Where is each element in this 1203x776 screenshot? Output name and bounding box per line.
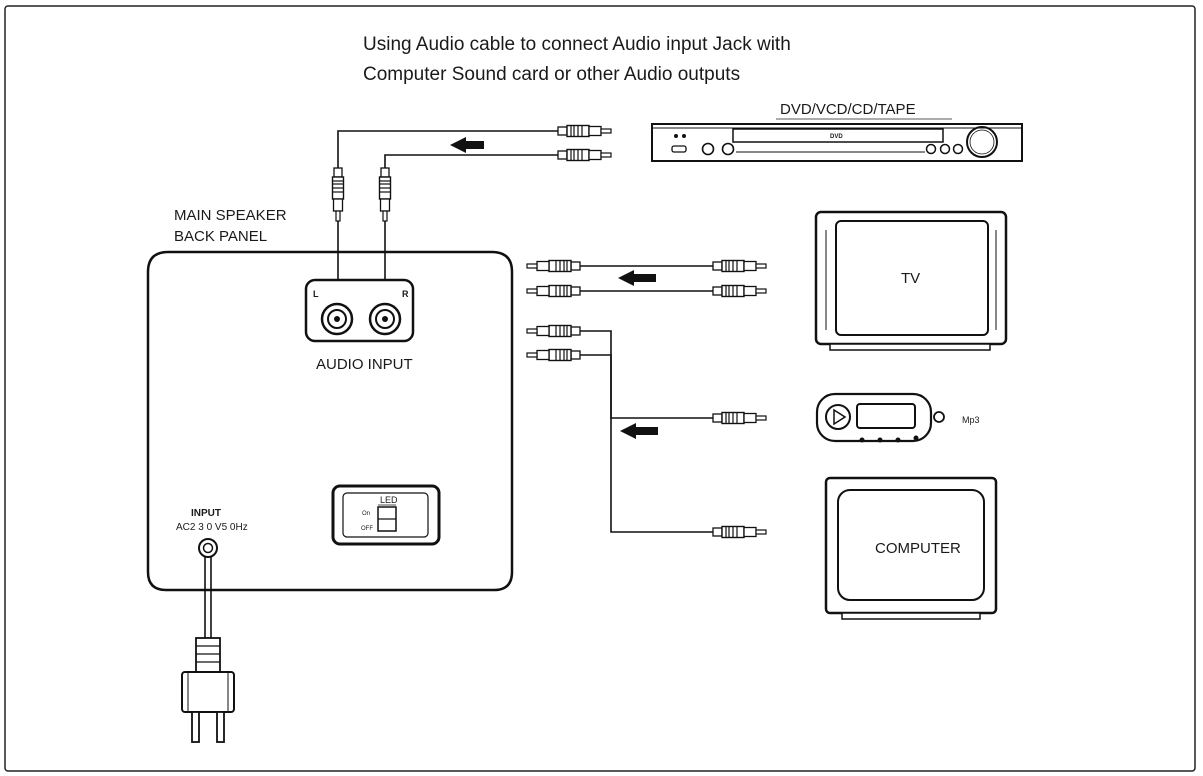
dvd-logo-text: DVD xyxy=(830,134,843,140)
main-speaker-label-line-1: MAIN SPEAKER xyxy=(174,207,287,224)
flow-arrow-icon xyxy=(618,270,656,286)
caption-line-2: Computer Sound card or other Audio outpu… xyxy=(363,64,740,85)
mp3-player-illustration xyxy=(815,392,945,443)
dvd-label: DVD/VCD/CD/TAPE xyxy=(780,101,916,118)
audio-input-jack-panel: L R xyxy=(304,278,415,343)
computer-label: COMPUTER xyxy=(875,540,961,557)
jack-left-label: L xyxy=(313,289,319,299)
mp3-computer-audio-cable xyxy=(527,326,767,539)
power-cord xyxy=(181,538,235,743)
main-speaker-label-line-2: BACK PANEL xyxy=(174,228,267,245)
dvd-cable-plugs xyxy=(333,124,612,222)
caption-line-1: Using Audio cable to connect Audio input… xyxy=(363,34,791,55)
computer-monitor-illustration xyxy=(824,476,998,620)
flow-arrow-icon xyxy=(450,137,484,153)
tv-label: TV xyxy=(901,270,920,287)
led-label: LED xyxy=(380,495,398,505)
ac-spec-label: AC2 3 0 V5 0Hz xyxy=(176,522,248,533)
led-switch-panel: LED On OFF xyxy=(331,484,441,546)
flow-arrow-icon xyxy=(620,423,658,439)
power-input-label: INPUT xyxy=(191,508,221,519)
tv-illustration xyxy=(814,210,1008,351)
mp3-label: Mp3 xyxy=(962,415,980,425)
dvd-player-illustration: DVD xyxy=(651,123,1023,162)
switch-off-label: OFF xyxy=(361,526,373,532)
audio-input-label: AUDIO INPUT xyxy=(316,356,413,373)
dvd-audio-cable xyxy=(337,130,563,168)
diagram-frame xyxy=(4,5,1196,772)
jack-right-label: R xyxy=(402,289,409,299)
switch-on-label: On xyxy=(362,511,370,517)
tv-audio-cable xyxy=(527,259,767,298)
